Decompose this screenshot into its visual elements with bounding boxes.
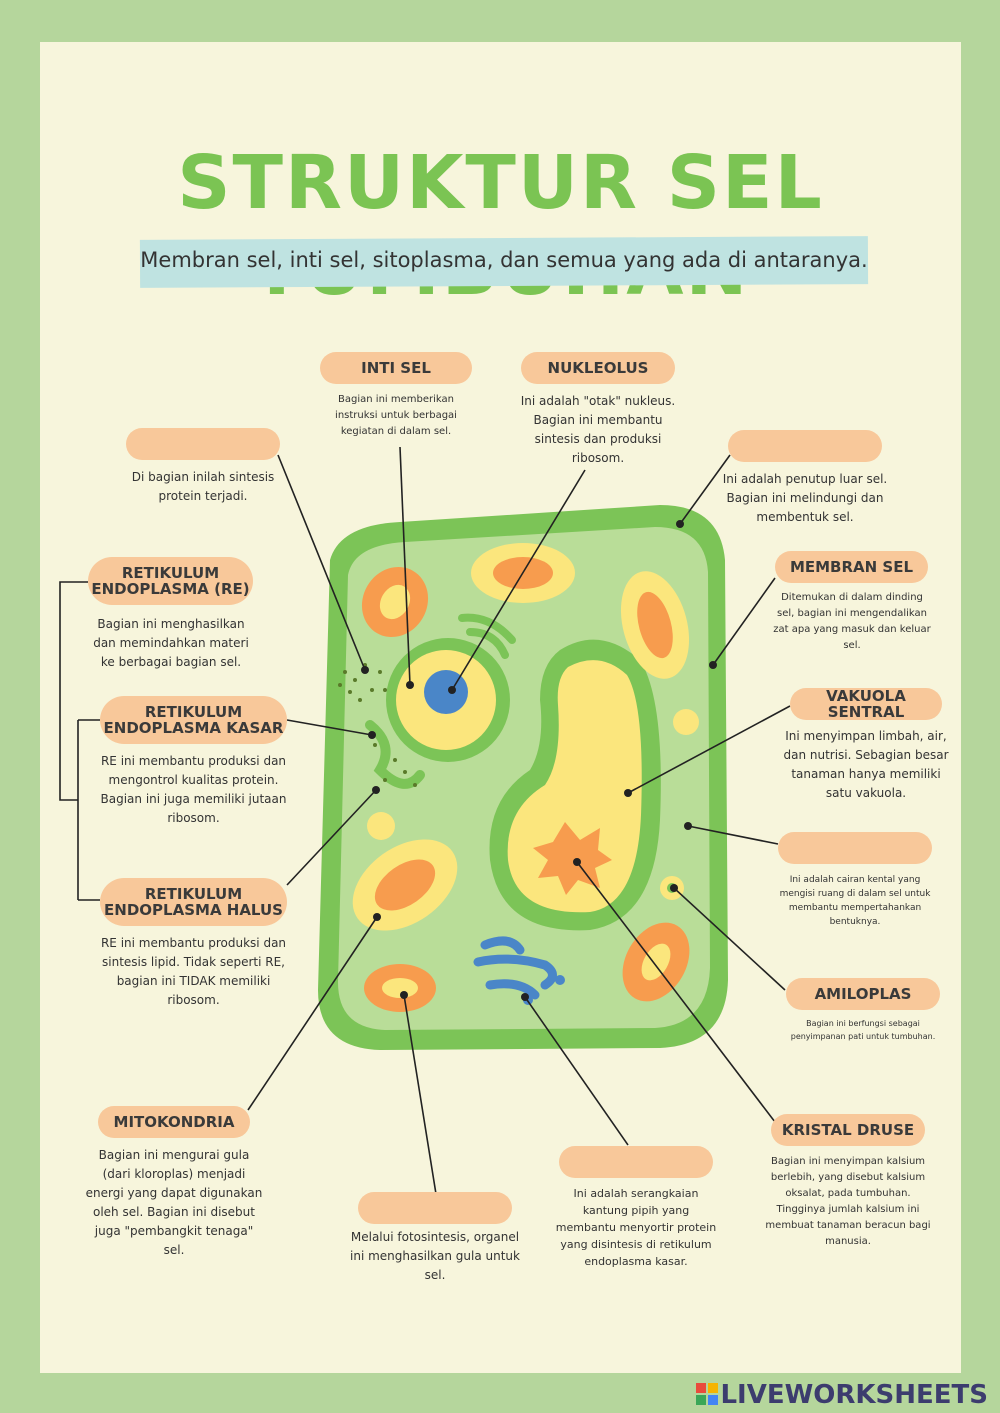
leader-dots bbox=[361, 520, 717, 1001]
desc-membran-sel: Ditemukan di dalam dinding sel, bagian i… bbox=[773, 592, 931, 651]
label-kristal-druse: KRISTAL DRUSE bbox=[771, 1114, 925, 1146]
leader-lines bbox=[59, 446, 791, 1195]
desc-re: Bagian ini menghasilkan dan memindahkan … bbox=[93, 617, 249, 669]
liveworksheets-logo-icon bbox=[696, 1383, 719, 1405]
brand-watermark[interactable]: LIVEWORKSHEETS bbox=[696, 1380, 988, 1410]
smooth-er bbox=[458, 613, 516, 659]
blank-dinding-sel[interactable] bbox=[728, 430, 882, 462]
desc-sitoplasma: Ini adalah cairan kental yang mengisi ru… bbox=[779, 875, 931, 927]
brand-text: LIVEWORKSHEETS bbox=[720, 1380, 988, 1410]
desc-mitokondria: Bagian ini mengurai gula (dari kloroplas… bbox=[85, 1148, 263, 1257]
desc-dinding-sel: Ini adalah penutup luar sel. Bagian ini … bbox=[722, 472, 888, 524]
label-vakuola-sentral: VAKUOLA SENTRAL bbox=[790, 688, 942, 720]
subtitle: Membran sel, inti sel, sitoplasma, dan s… bbox=[140, 248, 868, 272]
label-re-kasar: RETIKULUM ENDOPLASMA KASAR bbox=[100, 696, 287, 744]
label-inti-sel: INTI SEL bbox=[320, 352, 472, 384]
desc-badan-golgi: Ini adalah serangkaian kantung pipih yan… bbox=[555, 1187, 717, 1268]
blank-ribosom[interactable] bbox=[126, 428, 280, 460]
label-mitokondria: MITOKONDRIA bbox=[98, 1106, 250, 1138]
rough-er bbox=[365, 720, 425, 789]
desc-re-halus: RE ini membantu produksi dan sintesis li… bbox=[100, 936, 287, 1007]
vesicle bbox=[673, 709, 699, 735]
golgi-apparatus bbox=[473, 936, 557, 1000]
label-re-halus: RETIKULUM ENDOPLASMA HALUS bbox=[100, 878, 287, 926]
desc-ribosom: Di bagian inilah sintesis protein terjad… bbox=[131, 470, 275, 503]
desc-vakuola-sentral: Ini menyimpan limbah, air, dan nutrisi. … bbox=[783, 729, 949, 800]
desc-inti-sel: Bagian ini memberikan instruksi untuk be… bbox=[335, 394, 457, 437]
blank-sitoplasma[interactable] bbox=[778, 832, 932, 864]
label-membran-sel: MEMBRAN SEL bbox=[775, 551, 928, 583]
ribosomes bbox=[338, 663, 417, 787]
desc-kristal-druse: Bagian ini menyimpan kalsium berlebih, y… bbox=[765, 1156, 931, 1247]
blank-kloroplas[interactable] bbox=[358, 1192, 512, 1224]
label-nukleolus: NUKLEOLUS bbox=[521, 352, 675, 384]
nucleolus bbox=[424, 670, 468, 714]
druse-crystal bbox=[533, 822, 612, 895]
desc-re-kasar: RE ini membantu produksi dan mengontrol … bbox=[100, 754, 287, 825]
desc-kloroplas: Melalui fotosintesis, organel ini mengha… bbox=[350, 1230, 520, 1282]
desc-nukleolus: Ini adalah "otak" nukleus. Bagian ini me… bbox=[520, 394, 676, 465]
desc-amiloplas: Bagian ini berfungsi sebagai penyimpanan… bbox=[790, 1019, 936, 1041]
label-re: RETIKULUM ENDOPLASMA (RE) bbox=[88, 557, 253, 605]
blank-badan-golgi[interactable] bbox=[559, 1146, 713, 1178]
vesicle bbox=[367, 812, 395, 840]
label-amiloplas: AMILOPLAS bbox=[786, 978, 940, 1010]
